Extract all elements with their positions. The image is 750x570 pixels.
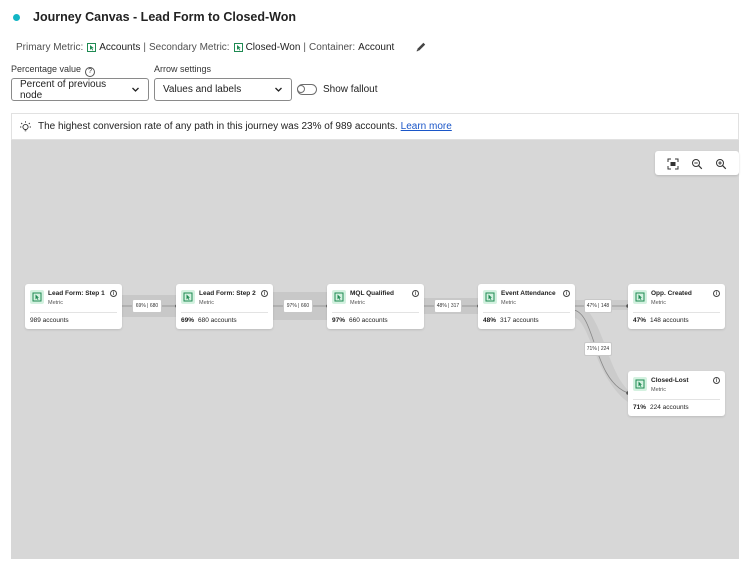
node-subtitle: Metric: [199, 300, 214, 306]
metric-summary: Primary Metric: Accounts | Secondary Met…: [16, 40, 427, 54]
pencil-edit-icon[interactable]: [415, 41, 427, 53]
journey-node[interactable]: Lead Form: Step 1 Metric i 989 accounts: [25, 284, 122, 329]
metric-icon: [233, 42, 243, 52]
metric-icon: [87, 42, 97, 52]
show-fallout-label: Show fallout: [323, 84, 378, 95]
learn-more-link[interactable]: Learn more: [400, 121, 452, 132]
toggle-knob: [297, 84, 305, 93]
zoom-in-icon[interactable]: [715, 157, 727, 170]
node-percent: 48%: [483, 317, 497, 324]
secondary-metric-value: Closed-Won: [245, 41, 301, 53]
arrow-settings-select[interactable]: Values and labels: [154, 78, 292, 101]
container-value: Account: [358, 41, 395, 53]
node-count: 224 accounts: [650, 404, 689, 411]
journey-node[interactable]: MQL Qualified Metric i 97%660 accounts: [327, 284, 424, 329]
percentage-value-select[interactable]: Percent of previous node: [11, 78, 149, 101]
primary-metric-value: Accounts: [99, 41, 141, 53]
journey-canvas[interactable]: Lead Form: Step 1 Metric i 989 accounts …: [11, 140, 739, 559]
edge-label[interactable]: 69% | 680: [132, 299, 162, 313]
edge-label[interactable]: 97% | 660: [283, 299, 313, 313]
node-count: 317 accounts: [500, 317, 539, 324]
show-fallout-toggle[interactable]: [297, 84, 317, 95]
journey-node[interactable]: Lead Form: Step 2 Metric i 69%680 accoun…: [176, 284, 273, 329]
info-icon[interactable]: i: [713, 290, 720, 297]
metric-icon: [332, 290, 346, 304]
node-stat: 69%680 accounts: [181, 317, 237, 324]
percentage-value-selected: Percent of previous node: [20, 78, 107, 101]
node-title: Lead Form: Step 1: [48, 290, 105, 297]
title-row: Journey Canvas - Lead Form to Closed-Won: [12, 8, 296, 26]
node-title: Lead Form: Step 2: [199, 290, 256, 297]
status-dot: [13, 13, 20, 21]
help-icon[interactable]: ?: [85, 67, 96, 77]
node-subtitle: Metric: [48, 300, 63, 306]
node-count: 989 accounts: [30, 317, 69, 324]
info-icon[interactable]: i: [110, 290, 117, 297]
edge-label[interactable]: 47% | 148: [584, 299, 612, 313]
node-stat: 71%224 accounts: [633, 404, 689, 411]
node-percent: 71%: [633, 404, 647, 411]
metric-icon: [633, 290, 647, 304]
journey-node[interactable]: Closed-Lost Metric i 71%224 accounts: [628, 371, 725, 416]
node-count: 680 accounts: [198, 317, 237, 324]
node-count: 148 accounts: [650, 317, 689, 324]
node-subtitle: Metric: [651, 300, 666, 306]
chevron-down-icon: [131, 85, 140, 94]
node-count: 660 accounts: [349, 317, 388, 324]
node-title: Event Attendance: [501, 290, 556, 297]
lightbulb-icon: [19, 120, 32, 133]
node-subtitle: Metric: [651, 387, 666, 393]
edge-label[interactable]: 71% | 224: [584, 342, 612, 356]
node-percent: 69%: [181, 317, 195, 324]
node-percent: 97%: [332, 317, 346, 324]
info-icon[interactable]: i: [412, 290, 419, 297]
secondary-metric-label: Secondary Metric:: [148, 41, 230, 53]
node-stat: 48%317 accounts: [483, 317, 539, 324]
insight-banner: The highest conversion rate of any path …: [11, 113, 739, 140]
primary-metric-label: Primary Metric:: [16, 41, 84, 53]
metric-icon: [633, 377, 647, 391]
node-subtitle: Metric: [501, 300, 516, 306]
container-label: Container:: [309, 41, 356, 53]
percentage-value-label: Percentage value?: [11, 64, 96, 77]
zoom-out-icon[interactable]: [691, 157, 703, 170]
percentage-value-label-text: Percentage value: [11, 64, 82, 74]
node-subtitle: Metric: [350, 300, 365, 306]
banner-text: The highest conversion rate of any path …: [38, 121, 398, 132]
arrow-settings-label: Arrow settings: [154, 64, 212, 74]
divider: [332, 312, 419, 313]
info-icon[interactable]: i: [713, 377, 720, 384]
divider: [30, 312, 117, 313]
zoom-controls: [655, 151, 739, 175]
journey-node[interactable]: Event Attendance Metric i 48%317 account…: [478, 284, 575, 329]
metric-icon: [483, 290, 497, 304]
node-title: Opp. Created: [651, 290, 692, 297]
journey-node[interactable]: Opp. Created Metric i 47%148 accounts: [628, 284, 725, 329]
separator: |: [303, 41, 307, 53]
separator: |: [143, 41, 146, 53]
chevron-down-icon: [274, 85, 283, 94]
node-title: MQL Qualified: [350, 290, 394, 297]
divider: [633, 399, 720, 400]
info-icon[interactable]: i: [563, 290, 570, 297]
arrow-settings-selected: Values and labels: [163, 84, 242, 95]
node-percent: 47%: [633, 317, 647, 324]
flow-paths: [122, 292, 630, 402]
node-stat: 97%660 accounts: [332, 317, 388, 324]
node-stat: 47%148 accounts: [633, 317, 689, 324]
node-title: Closed-Lost: [651, 377, 689, 384]
info-icon[interactable]: i: [261, 290, 268, 297]
metric-icon: [181, 290, 195, 304]
edge-label[interactable]: 48% | 317: [434, 299, 462, 313]
divider: [633, 312, 720, 313]
metric-icon: [30, 290, 44, 304]
divider: [483, 312, 570, 313]
page-title: Journey Canvas - Lead Form to Closed-Won: [33, 10, 297, 24]
divider: [181, 312, 268, 313]
node-stat: 989 accounts: [30, 317, 69, 324]
fit-screen-icon[interactable]: [667, 157, 679, 170]
